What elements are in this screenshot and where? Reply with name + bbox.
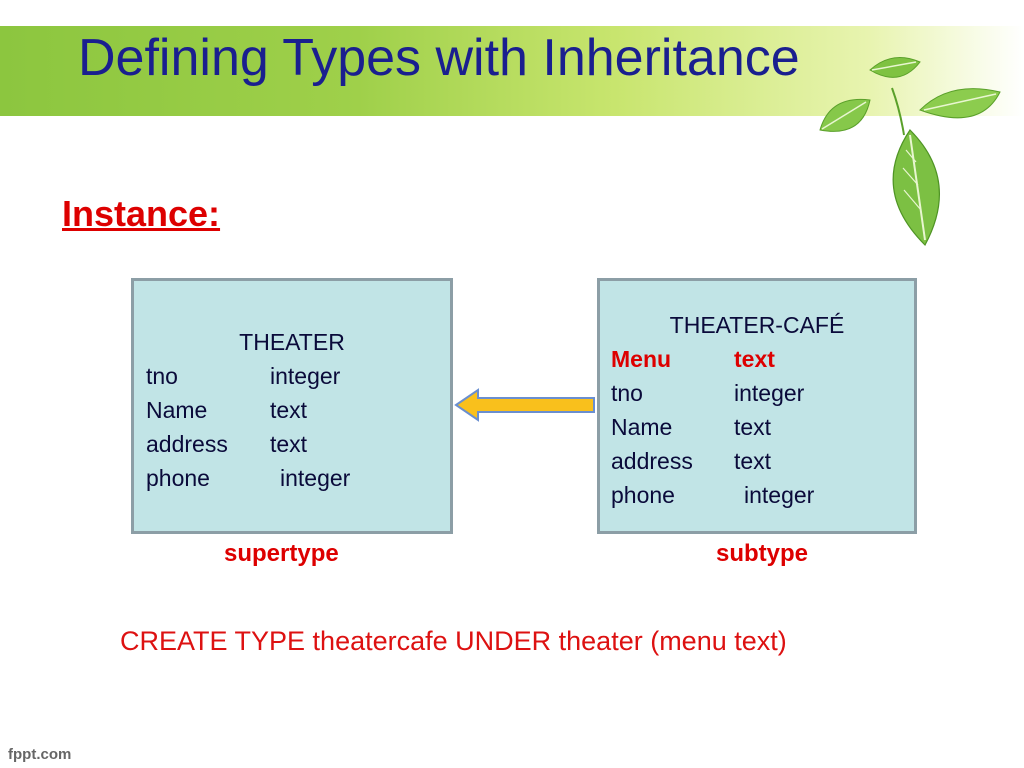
theater-cafe-type-name: THEATER-CAFÉ [669, 312, 845, 338]
supertype-label: supertype [224, 540, 339, 567]
leaf-large [892, 129, 941, 246]
field-name: Name [611, 414, 673, 440]
field-type: text [270, 431, 308, 457]
field-name: address [611, 448, 693, 474]
field-name: tno [146, 363, 178, 389]
field-name: Name [146, 397, 208, 423]
field-type: text [734, 414, 772, 440]
field-type: text [734, 346, 775, 372]
leaf-top-right [919, 88, 1001, 119]
green-leaves-icon [819, 57, 1001, 246]
field-name: address [146, 431, 228, 457]
leaf-small [869, 57, 921, 78]
field-type: integer [280, 465, 351, 491]
theater-cafe-type-box: THEATER-CAFÉ Menu text tno integer Name … [597, 278, 917, 534]
field-name: phone [146, 465, 210, 491]
field-row: address text [134, 427, 450, 461]
left-arrow-icon [454, 388, 595, 422]
field-row: address text [600, 444, 914, 478]
field-row: Name text [600, 410, 914, 444]
new-field-row: Menu text [600, 342, 914, 376]
field-type: integer [744, 482, 815, 508]
leaf-medium [819, 98, 871, 132]
field-type: text [734, 448, 772, 474]
field-type: integer [270, 363, 341, 389]
field-name: Menu [611, 346, 672, 372]
field-row: tno integer [134, 359, 450, 393]
field-type: text [270, 397, 308, 423]
field-row: tno integer [600, 376, 914, 410]
field-row: Name text [134, 393, 450, 427]
theater-type-box: THEATER tno integer Name text address te… [131, 278, 453, 534]
field-row: phone integer [134, 461, 450, 495]
sql-statement: CREATE TYPE theatercafe UNDER theater (m… [120, 626, 787, 656]
field-type: integer [734, 380, 805, 406]
field-row: phone integer [600, 478, 914, 512]
slide-title: Defining Types with Inheritance [78, 29, 800, 87]
subtype-label: subtype [716, 540, 809, 567]
field-name: phone [611, 482, 675, 508]
field-name: tno [611, 380, 643, 406]
instance-heading: Instance: [62, 193, 221, 234]
theater-type-name: THEATER [239, 329, 345, 355]
footer-watermark: fppt.com [8, 746, 72, 763]
